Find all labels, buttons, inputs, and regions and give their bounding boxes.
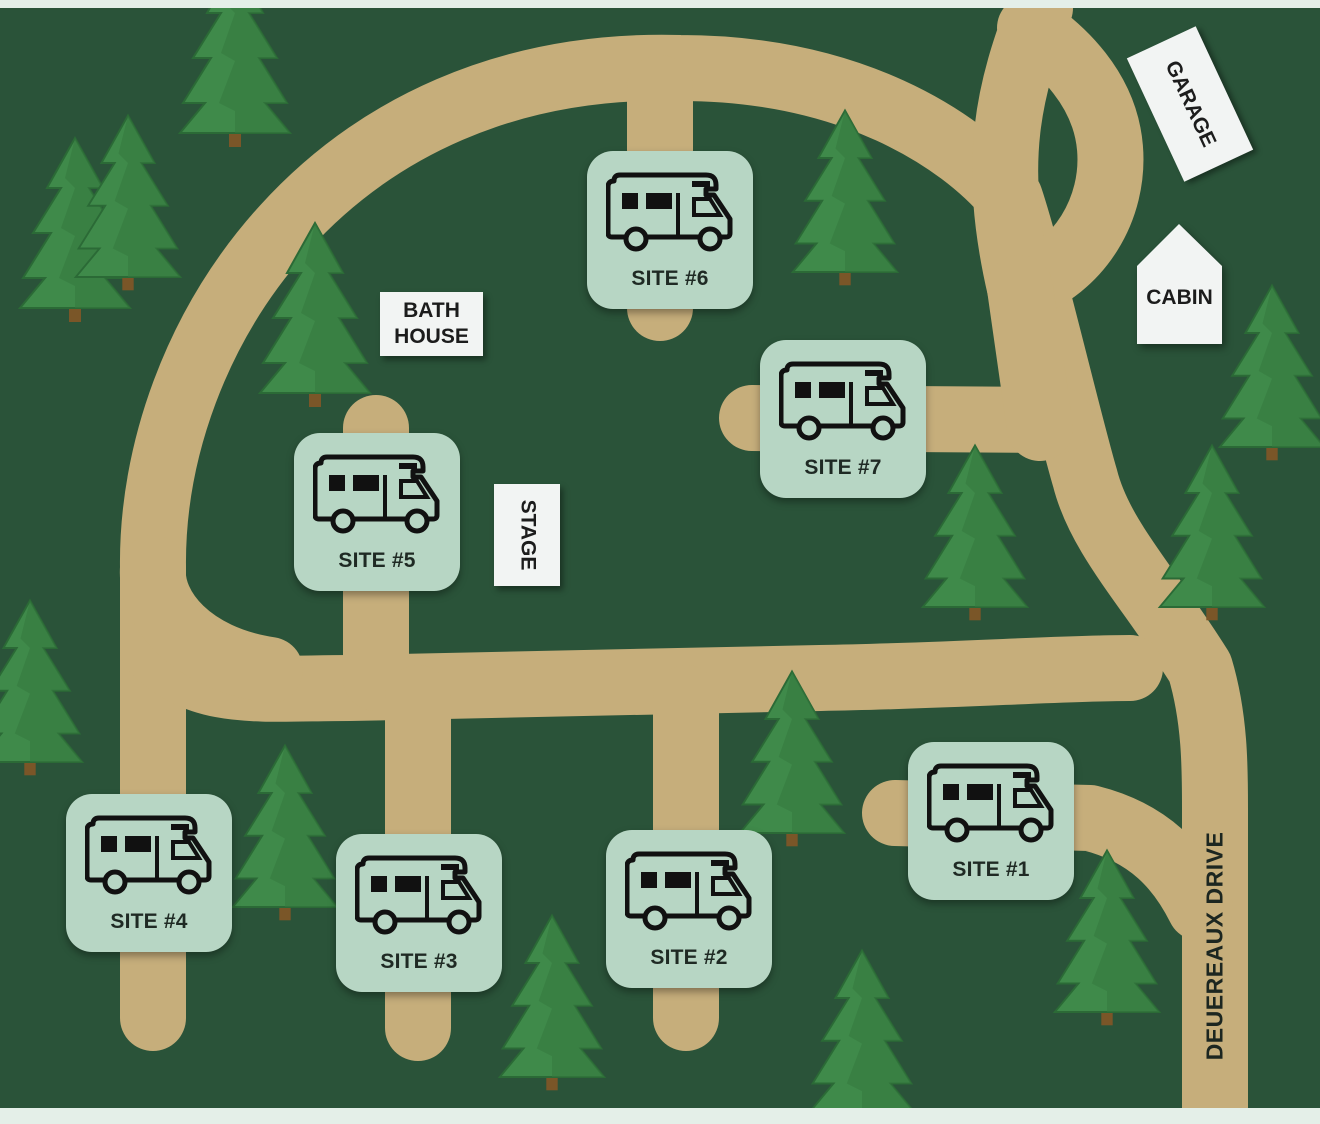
site-3[interactable]: SITE #3 — [336, 834, 502, 992]
pine-tree-icon — [921, 444, 1029, 622]
pine-tree-icon — [231, 744, 339, 922]
site-label: SITE #6 — [631, 267, 709, 290]
pine-tree-icon — [179, 8, 291, 148]
rv-icon — [355, 852, 483, 936]
pine-tree-icon — [791, 109, 899, 287]
inner-curve-road — [119, 535, 303, 703]
pine-tree-icon — [0, 599, 84, 777]
site-label: SITE #4 — [110, 910, 188, 933]
pine-tree-icon — [808, 949, 916, 1108]
rv-icon — [313, 451, 441, 535]
road-label-deuereaux-drive: DEUEREAUX DRIVE — [1201, 831, 1228, 1061]
pine-tree-icon — [1218, 284, 1320, 462]
garage-label: GARAGE — [1160, 57, 1221, 151]
garage-loop-road — [972, 8, 1144, 321]
bath-house[interactable]: BATH HOUSE — [380, 292, 483, 356]
rv-icon — [625, 848, 753, 932]
cabin[interactable]: CABIN — [1137, 224, 1222, 344]
rv-icon — [606, 169, 734, 253]
site-label: SITE #7 — [804, 456, 882, 479]
site-label: SITE #5 — [338, 549, 416, 572]
site-label: SITE #1 — [952, 858, 1030, 881]
rv-icon — [927, 760, 1055, 844]
bath-house-label-2: HOUSE — [394, 325, 469, 348]
stage[interactable]: STAGE — [494, 484, 560, 586]
site-4[interactable]: SITE #4 — [66, 794, 232, 952]
stage-label: STAGE — [516, 499, 540, 571]
rv-icon — [85, 812, 213, 896]
pine-tree-icon — [498, 914, 606, 1092]
pine-tree-icon — [74, 114, 182, 292]
bath-house-label-1: BATH — [403, 299, 460, 322]
spur-site1 — [862, 780, 1233, 941]
pine-tree-icon — [1158, 444, 1266, 622]
site-7[interactable]: SITE #7 — [760, 340, 926, 498]
site-label: SITE #3 — [380, 950, 458, 973]
cabin-shape — [1137, 224, 1222, 344]
rv-icon — [779, 358, 907, 442]
pine-tree-icon — [259, 222, 371, 408]
campground-map: SITE #1 SITE #2 SITE #3 SITE #4 SITE #5 … — [0, 8, 1320, 1108]
site-1[interactable]: SITE #1 — [908, 742, 1074, 900]
site-2[interactable]: SITE #2 — [606, 830, 772, 988]
site-label: SITE #2 — [650, 946, 728, 969]
site-6[interactable]: SITE #6 — [587, 151, 753, 309]
site-5[interactable]: SITE #5 — [294, 433, 460, 591]
cabin-road — [987, 255, 1073, 461]
cabin-label: CABIN — [1146, 286, 1213, 309]
pine-tree-icon — [738, 670, 846, 848]
